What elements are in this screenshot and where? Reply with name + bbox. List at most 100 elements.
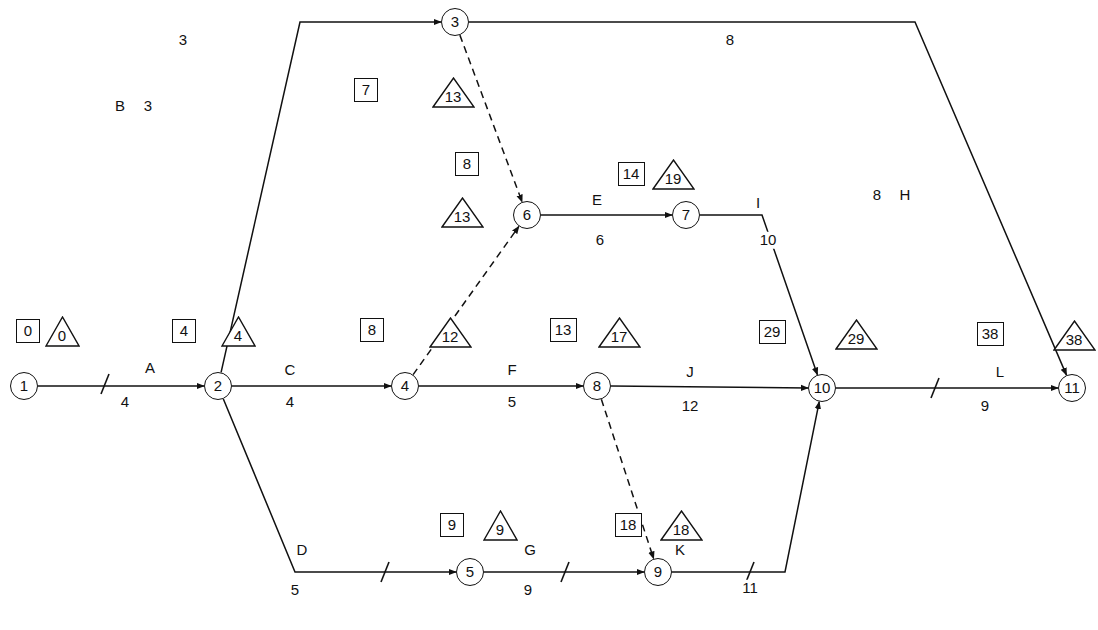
dummy-activity [413,226,519,374]
event-node: 1 [10,372,38,400]
latest-time-triangle: 12 [429,317,472,348]
activity-arrow [38,385,204,387]
node-text: 0 [58,328,66,345]
latest-time-triangle: 19 [652,159,695,190]
duration-label: 10 [758,232,779,249]
node-text: 4 [234,328,242,345]
node-text: 19 [665,171,682,188]
earliest-time-box: 13 [550,318,577,342]
activity-arrow [469,22,1066,375]
node-text: 7 [362,82,370,99]
event-node: 11 [1058,374,1086,402]
earliest-time-box: 7 [354,78,378,102]
node-text: 10 [814,380,831,397]
node-text: 3 [451,14,459,31]
latest-time-triangle: 0 [45,316,80,347]
latest-time-triangle: 17 [598,317,641,348]
duration-label: 9 [979,398,991,415]
latest-time-triangle: 13 [432,77,475,108]
duration-label: 4 [284,394,296,411]
node-text: 13 [454,209,471,226]
activity-arrow [484,571,644,573]
node-text: 7 [682,207,690,224]
node-text: 5 [466,564,474,581]
node-text: 13 [445,89,462,106]
node-text: 1 [20,378,28,395]
event-node: 10 [808,374,836,402]
earliest-time-box: 4 [172,319,196,343]
earliest-time-box: 0 [16,319,40,343]
node-text: 4 [401,378,409,395]
activity-arrow [611,386,808,388]
latest-time-triangle: 9 [483,510,518,541]
earliest-time-box: 29 [759,320,786,344]
activity-letter: F [505,362,518,379]
dummy-activity [460,35,522,202]
latest-time-triangle: 38 [1053,320,1096,351]
node-text: 6 [523,207,531,224]
activity-letter: I [754,195,762,212]
node-text: 17 [611,329,628,346]
activity-arrow [232,385,391,387]
activity-letter: J [684,364,696,381]
event-node: 6 [513,201,541,229]
duration-label: 5 [289,582,301,599]
node-text: 9 [654,564,662,581]
duration-label: 8 [724,32,736,49]
activity-arrow [541,214,672,216]
latest-time-triangle: 4 [221,316,256,347]
activity-arrow [223,399,456,572]
duration-label: 4 [119,394,131,411]
activity-arrow [836,387,1058,389]
duration-label: 3 [177,32,189,49]
event-node: 4 [391,372,419,400]
earliest-time-box: 8 [360,318,384,342]
activity-letter: H [898,187,913,204]
activity-arrow [672,402,819,572]
activity-arrow [700,215,817,375]
node-text: 4 [180,323,188,340]
activity-letter: L [994,364,1006,381]
activity-letter: G [522,542,538,559]
node-text: 11 [1064,380,1080,397]
node-text: 38 [1066,332,1083,349]
node-text: 12 [442,329,459,346]
duration-label: 3 [142,98,154,115]
node-text: 8 [368,322,376,339]
node-text: 14 [623,166,640,183]
duration-label: 5 [506,394,518,411]
node-text: 8 [593,378,601,395]
activity-letter: C [283,362,298,379]
activity-letter: B [113,98,127,115]
earliest-time-box: 9 [440,513,464,537]
node-text: 2 [214,378,222,395]
latest-time-triangle: 18 [660,510,703,541]
node-text: 0 [24,323,32,340]
duration-label: 6 [594,232,606,249]
event-node: 3 [441,8,469,36]
event-node: 8 [583,372,611,400]
activity-letter: E [590,192,604,209]
duration-label: 8 [871,187,883,204]
critical-mark [101,374,109,394]
event-node: 2 [204,372,232,400]
node-text: 29 [848,331,865,348]
node-text: 29 [764,324,781,341]
latest-time-triangle: 13 [441,197,484,228]
event-node: 9 [644,558,672,586]
node-text: 13 [555,322,572,339]
earliest-time-box: 18 [615,513,642,537]
event-node: 5 [456,558,484,586]
node-text: 38 [982,326,999,343]
dummy-activity [601,399,653,558]
node-text: 9 [496,522,504,539]
activity-letter: K [673,542,687,559]
node-text: 18 [673,522,690,539]
duration-label: 9 [522,582,534,599]
earliest-time-box: 14 [618,162,645,186]
earliest-time-box: 38 [977,322,1004,346]
node-text: 9 [448,517,456,534]
